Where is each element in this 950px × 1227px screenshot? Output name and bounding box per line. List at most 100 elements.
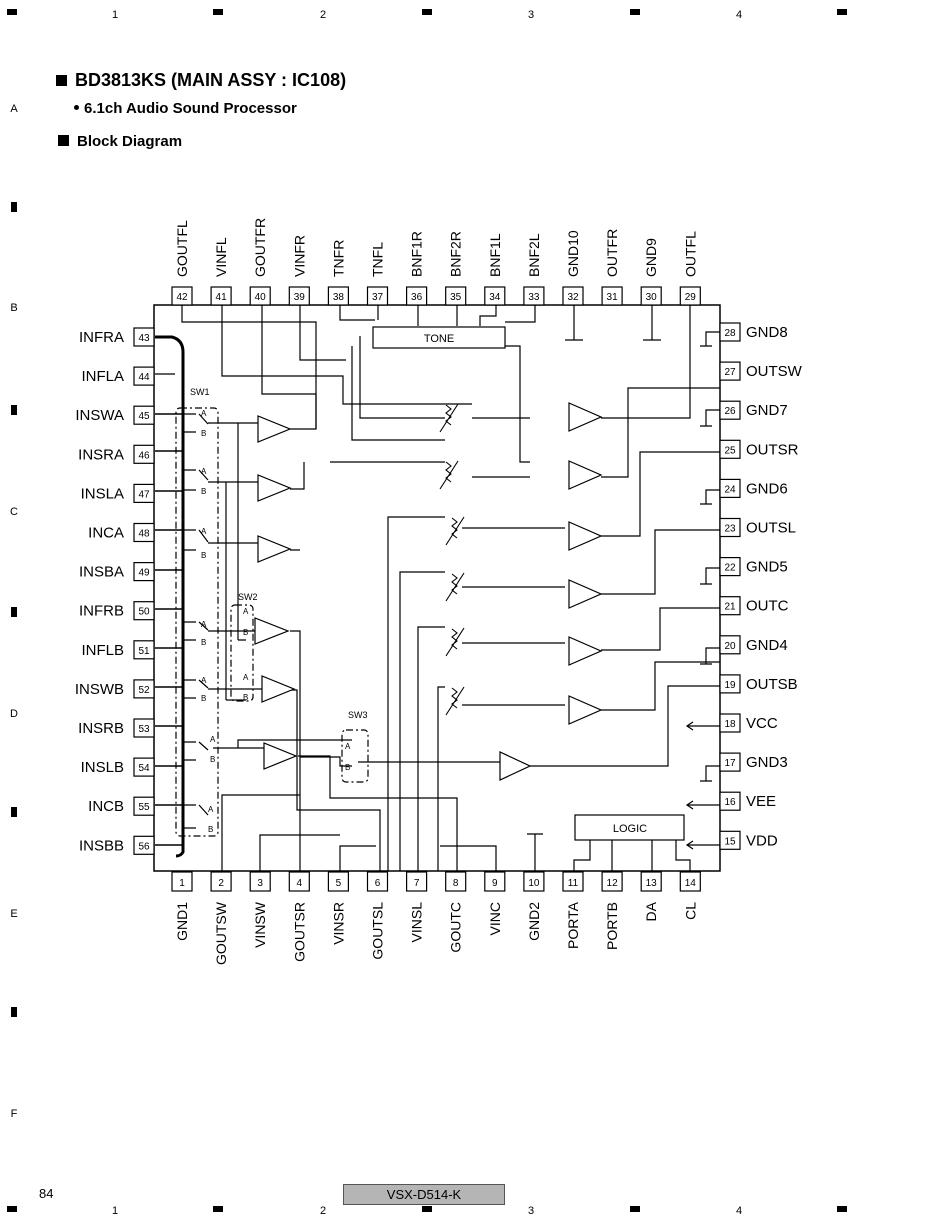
pin-box-right (719, 830, 741, 850)
pin-name: VCC (746, 715, 778, 732)
pin-box-top (406, 286, 428, 306)
pin-number: 37 (372, 292, 384, 303)
pin-name: DA (643, 901, 659, 921)
pin-number: 21 (724, 602, 736, 613)
pin-name: VINFR (291, 235, 307, 277)
pin-box-left (133, 835, 155, 855)
pin-name: INFLB (81, 642, 124, 659)
page-title: BD3813KS (MAIN ASSY : IC108) (56, 70, 346, 91)
frame-row-label: C (10, 506, 18, 518)
switch-pos-b: B (243, 693, 248, 702)
pin-box-bottom (484, 871, 506, 892)
frame-column-label: 1 (112, 1205, 118, 1217)
switch-pos-b: B (243, 628, 248, 637)
pin-number: 42 (176, 292, 188, 303)
frame-tick (11, 405, 17, 415)
pin-name: INSLA (81, 485, 124, 502)
pin-box-right (719, 439, 741, 459)
pin-number: 55 (138, 802, 150, 813)
switch-pos-a: A (345, 742, 351, 751)
frame-row-label: B (10, 302, 17, 314)
square-bullet-icon (58, 135, 69, 146)
pin-box-bottom (445, 871, 467, 892)
pin-box-left (133, 757, 155, 777)
model-label: VSX-D514-K (343, 1184, 505, 1205)
pin-box-top (601, 286, 623, 306)
pin-number: 22 (724, 563, 736, 574)
pin-box-right (719, 752, 741, 772)
frame-tick (630, 9, 640, 15)
pin-box-left (133, 366, 155, 386)
pin-name: VINC (487, 902, 503, 935)
pin-box-left (133, 522, 155, 543)
volume-resistors (439, 403, 465, 716)
pin-box-left (133, 561, 155, 582)
pin-box-right (719, 791, 741, 811)
pin-box-top (484, 286, 506, 306)
pin-name: GND4 (746, 637, 788, 654)
pin-number: 38 (333, 292, 345, 303)
switch-pos-a: A (210, 735, 216, 744)
pin-number: 50 (138, 607, 150, 618)
pin-box-right (719, 517, 741, 538)
op-amps (254, 402, 603, 781)
frame-column-label: 3 (528, 9, 534, 21)
logic-block (574, 814, 685, 841)
pin-number: 7 (414, 878, 420, 889)
square-bullet-icon (56, 75, 67, 86)
pin-name: GOUTSL (370, 902, 386, 960)
pin-name: GOUTFL (174, 220, 190, 277)
pin-name: GND1 (174, 902, 190, 941)
frame-row-label: F (11, 1108, 18, 1120)
title-text: BD3813KS (MAIN ASSY : IC108) (75, 70, 347, 90)
pin-name: GND7 (746, 402, 788, 419)
pin-name: GND10 (565, 230, 581, 277)
pin-name: GOUTSR (291, 902, 307, 962)
pin-number: 1 (179, 878, 185, 889)
pin-box-right (719, 596, 741, 616)
pin-name: CL (682, 902, 698, 920)
pin-name: VDD (746, 832, 778, 849)
pin-box-top (445, 286, 467, 306)
subtitle: 6.1ch Audio Sound Processor (74, 100, 297, 117)
pin-name: GND5 (746, 559, 788, 576)
switch-pos-b: B (201, 638, 206, 647)
switch-pos-a: A (201, 527, 207, 536)
frame-tick (7, 9, 17, 15)
pin-name: GOUTFR (252, 218, 268, 277)
pin-number: 36 (411, 292, 423, 303)
pin-box-left (133, 601, 155, 621)
pin-name: VINFL (213, 237, 229, 277)
pin-box-bottom (288, 871, 310, 892)
frame-tick (11, 807, 17, 817)
pin-number: 28 (724, 328, 736, 339)
pin-box-top (562, 286, 584, 306)
switch-pos-a: A (208, 805, 214, 814)
pin-number: 31 (607, 292, 619, 303)
pin-name: OUTC (746, 598, 789, 615)
pin-number: 53 (138, 724, 150, 735)
frame-tick (11, 607, 17, 617)
dot-bullet-icon (74, 105, 79, 110)
pin-number: 3 (257, 878, 263, 889)
pin-name: INFLA (81, 368, 124, 385)
pin-number: 51 (138, 646, 150, 657)
switch-pos-b: B (208, 825, 213, 834)
switch-pos-b: B (201, 694, 206, 703)
subtitle-text: 6.1ch Audio Sound Processor (84, 100, 297, 117)
pin-name: GND3 (746, 754, 788, 771)
pin-box-bottom (327, 871, 349, 892)
pin-name: INSBB (79, 837, 124, 854)
pin-number: 19 (724, 680, 736, 691)
pin-box-bottom (171, 871, 193, 892)
frame-column-label: 2 (320, 9, 326, 21)
pin-number: 17 (724, 758, 736, 769)
pin-number: 18 (724, 719, 736, 730)
sw2-label: SW2 (238, 592, 258, 602)
pin-number: 6 (375, 878, 381, 889)
pin-name: GOUTSW (213, 901, 229, 965)
pin-number: 47 (138, 489, 150, 500)
pin-number: 40 (255, 292, 267, 303)
pin-number: 54 (138, 763, 150, 774)
